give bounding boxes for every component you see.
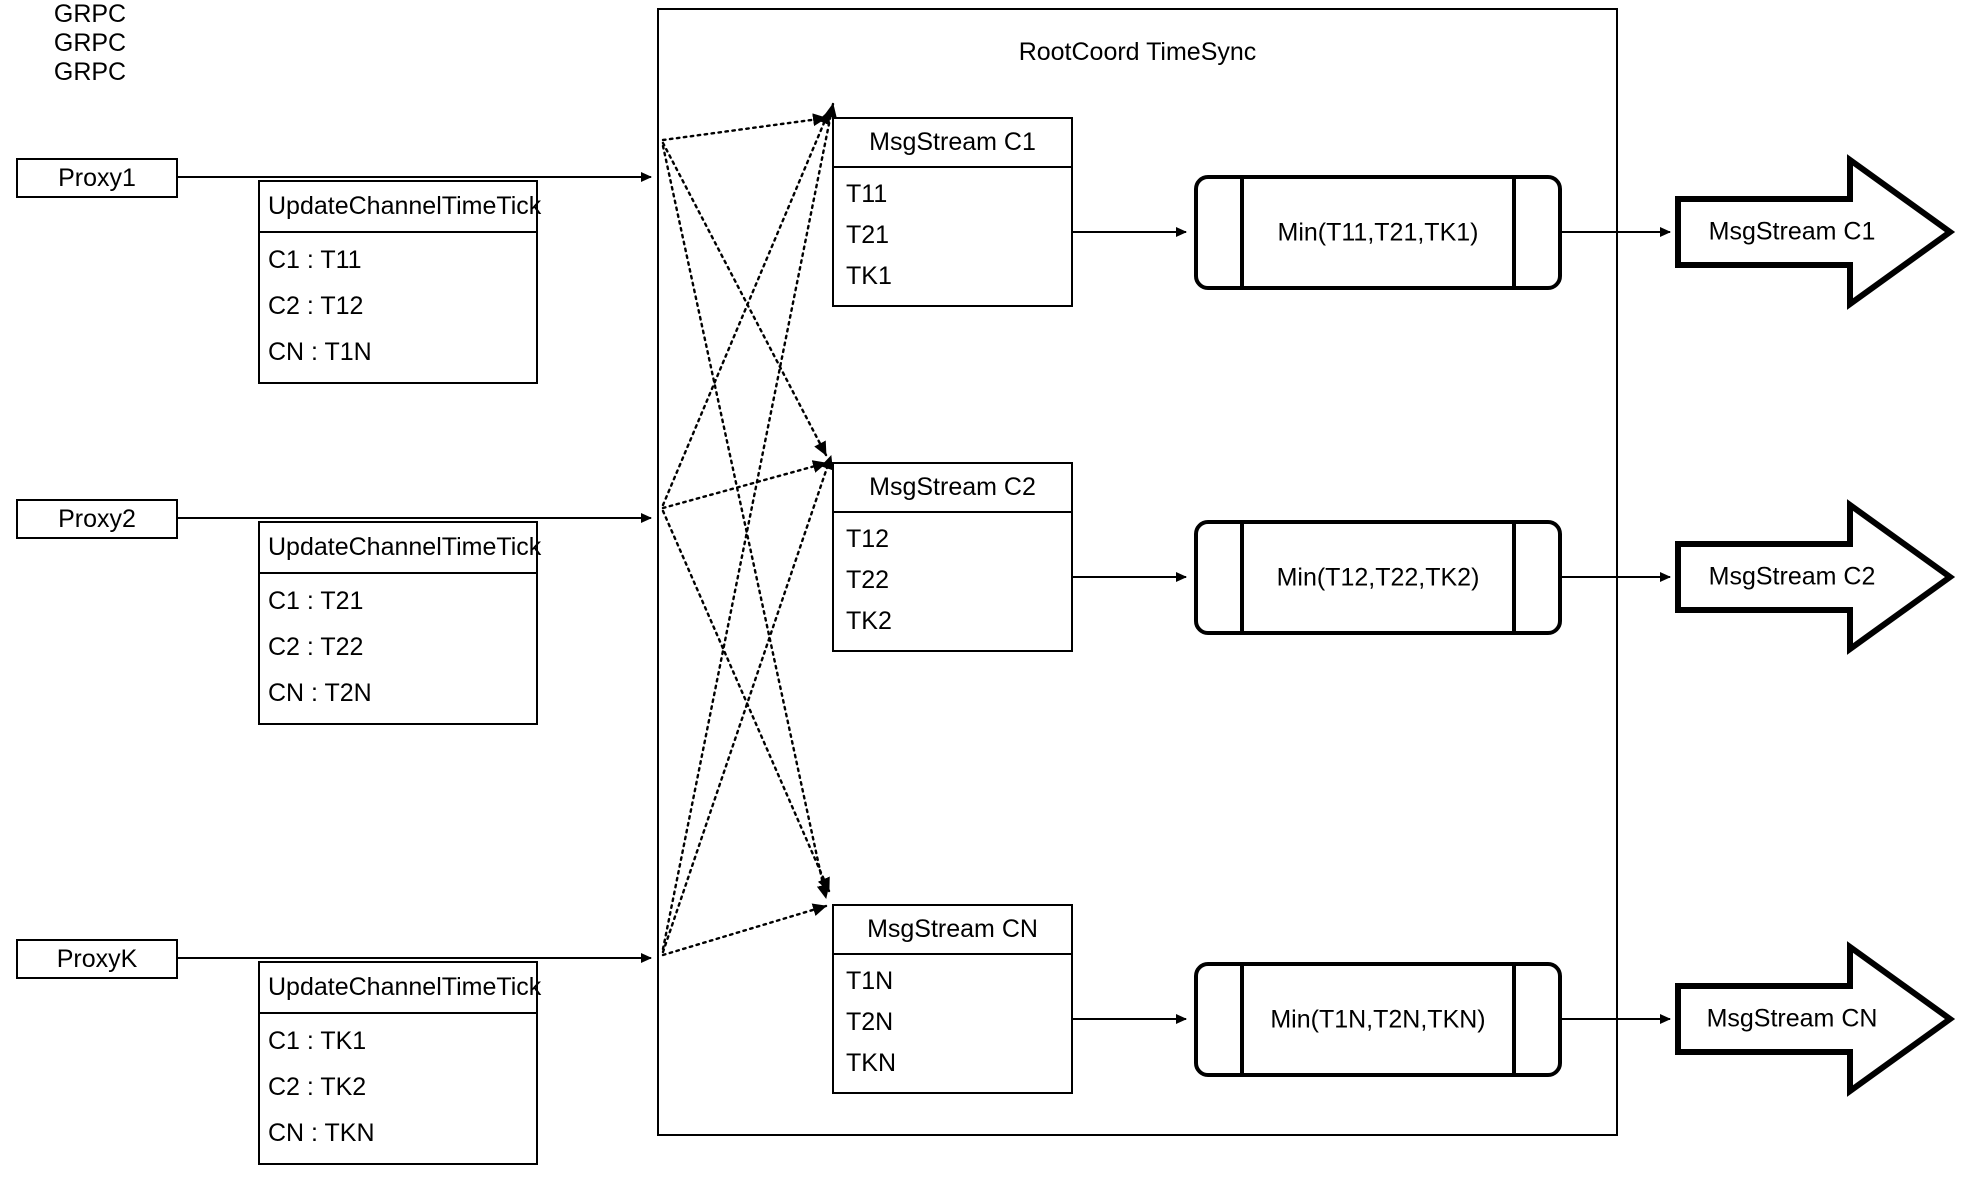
min-process-label-1: Min(T11,T21,TK1) — [1277, 218, 1479, 246]
msgstream-row: TK1 — [846, 262, 892, 290]
output-arrow-label-3: MsgStream CN — [1706, 1004, 1878, 1033]
process-bar-right — [1512, 520, 1516, 635]
uct-row: CN : TKN — [268, 1119, 375, 1148]
process-bar-left — [1240, 520, 1244, 635]
msgstream-table-1[interactable]: MsgStream C1 T11 T21 TK1 — [832, 117, 1073, 307]
msgstream-table-3[interactable]: MsgStream CN T1N T2N TKN — [832, 904, 1073, 1094]
container-title: RootCoord TimeSync — [1018, 38, 1257, 66]
proxy-box-2[interactable]: Proxy2 — [16, 499, 178, 539]
uct-body-2: C1 : T21 C2 : T22 CN : T2N — [260, 574, 536, 723]
uct-row: C2 : TK2 — [268, 1072, 367, 1101]
msgstream-header-3: MsgStream CN — [834, 906, 1071, 955]
msgstream-row: T2N — [846, 1008, 894, 1036]
msgstream-header-2: MsgStream C2 — [834, 464, 1071, 513]
msgstream-row: T21 — [846, 221, 890, 249]
msgstream-row: T22 — [846, 566, 890, 594]
uct-header-1: UpdateChannelTimeTick — [260, 182, 541, 233]
min-process-1[interactable]: Min(T11,T21,TK1) — [1194, 175, 1562, 290]
uct-row: C1 : T21 — [268, 586, 364, 615]
proxy-label-2: Proxy2 — [58, 504, 136, 533]
process-bar-right — [1512, 175, 1516, 290]
output-arrow-label-2: MsgStream C2 — [1708, 562, 1876, 591]
msgstream-body-3: T1N T2N TKN — [834, 955, 1071, 1092]
proxy-box-3[interactable]: ProxyK — [16, 939, 178, 979]
update-channel-timetick-table-3[interactable]: UpdateChannelTimeTick C1 : TK1 C2 : TK2 … — [258, 961, 541, 1165]
output-arrow-2[interactable]: MsgStream C2 — [1678, 544, 1950, 610]
msgstream-table-2[interactable]: MsgStream C2 T12 T22 TK2 — [832, 462, 1073, 652]
uct-row: CN : T1N — [268, 338, 372, 367]
msgstream-row: TKN — [846, 1049, 896, 1077]
process-bar-left — [1240, 962, 1244, 1077]
process-bar-left — [1240, 175, 1244, 290]
rootcoord-timesync-container — [657, 8, 1618, 1136]
output-arrow-1[interactable]: MsgStream C1 — [1678, 199, 1950, 265]
uct-header-3: UpdateChannelTimeTick — [260, 963, 541, 1014]
uct-body-1: C1 : T11 C2 : T12 CN : T1N — [260, 233, 536, 382]
process-bar-right — [1512, 962, 1516, 1077]
msgstream-body-2: T12 T22 TK2 — [834, 513, 1071, 650]
min-process-2[interactable]: Min(T12,T22,TK2) — [1194, 520, 1562, 635]
output-arrow-label-1: MsgStream C1 — [1708, 217, 1876, 246]
uct-row: C1 : T11 — [268, 245, 362, 274]
uct-row: C1 : TK1 — [268, 1026, 367, 1055]
uct-row: CN : T2N — [268, 679, 372, 708]
msgstream-row: T1N — [846, 967, 894, 995]
uct-row: C2 : T22 — [268, 632, 364, 661]
output-arrow-3[interactable]: MsgStream CN — [1678, 986, 1950, 1052]
update-channel-timetick-table-1[interactable]: UpdateChannelTimeTick C1 : T11 C2 : T12 … — [258, 180, 541, 384]
grpc-label-3: GRPC — [53, 58, 127, 86]
uct-body-3: C1 : TK1 C2 : TK2 CN : TKN — [260, 1014, 536, 1163]
grpc-label-2: GRPC — [53, 29, 127, 57]
uct-row: C2 : T12 — [268, 291, 364, 320]
msgstream-row: T12 — [846, 525, 890, 553]
msgstream-header-1: MsgStream C1 — [834, 119, 1071, 168]
update-channel-timetick-table-2[interactable]: UpdateChannelTimeTick C1 : T21 C2 : T22 … — [258, 521, 541, 725]
min-process-label-2: Min(T12,T22,TK2) — [1276, 563, 1480, 591]
uct-header-2: UpdateChannelTimeTick — [260, 523, 541, 574]
min-process-3[interactable]: Min(T1N,T2N,TKN) — [1194, 962, 1562, 1077]
grpc-label-1: GRPC — [53, 0, 127, 28]
proxy-box-1[interactable]: Proxy1 — [16, 158, 178, 198]
proxy-label-1: Proxy1 — [58, 163, 136, 192]
proxy-label-3: ProxyK — [56, 944, 138, 973]
msgstream-body-1: T11 T21 TK1 — [834, 168, 1071, 305]
msgstream-row: T11 — [846, 180, 888, 208]
msgstream-row: TK2 — [846, 607, 892, 635]
min-process-label-3: Min(T1N,T2N,TKN) — [1270, 1005, 1486, 1033]
